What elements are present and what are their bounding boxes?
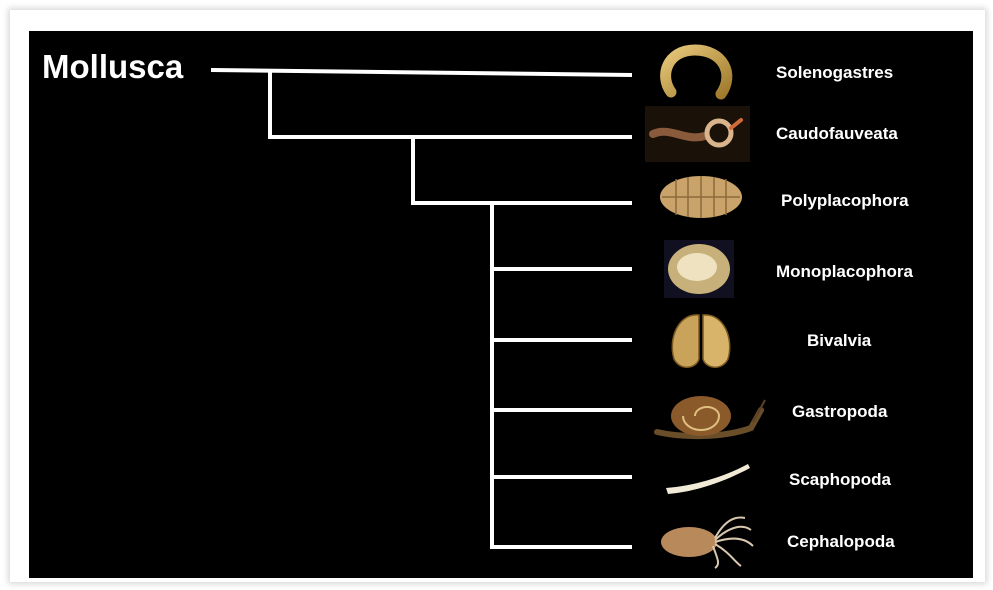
clam-shell-icon [666,309,736,371]
taxon-label-gastropoda: Gastropoda [792,402,887,422]
taxon-label-monoplacophora: Monoplacophora [776,262,913,282]
taxon-label-scaphopoda: Scaphopoda [789,470,891,490]
taxon-label-bivalvia: Bivalvia [807,331,871,351]
squid-icon [655,512,760,570]
root-label: Mollusca [42,48,183,86]
taxon-label-caudofauveata: Caudofauveata [776,124,898,144]
limpet-shell-icon [664,240,734,298]
snail-icon [653,392,768,442]
taxon-label-solenogastres: Solenogastres [776,63,893,83]
taxon-label-polyplacophora: Polyplacophora [781,191,909,211]
branch-root [213,70,630,75]
worm-ring-icon [655,42,739,104]
chiton-icon [658,174,744,220]
taxon-label-cephalopoda: Cephalopoda [787,532,895,552]
worm-curl-icon [645,106,750,162]
tusk-shell-icon [662,458,752,498]
